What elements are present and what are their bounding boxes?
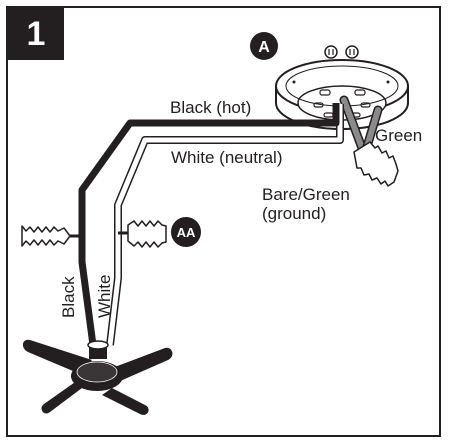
step-number-badge: 1 — [8, 8, 64, 60]
svg-text:AA: AA — [177, 225, 196, 240]
ceiling-outlet-box — [275, 45, 409, 130]
white-wire-nut — [118, 220, 167, 248]
white-neutral-wire — [106, 104, 344, 346]
label-bare-green: Bare/Green — [262, 185, 350, 204]
ceiling-fan — [22, 339, 173, 415]
label-ground: (ground) — [262, 204, 326, 223]
label-white-vertical: White — [95, 275, 114, 318]
black-wire-nut — [21, 225, 82, 247]
label-black-vertical: Black — [59, 276, 78, 318]
label-black-hot: Black (hot) — [170, 98, 251, 117]
label-green: Green — [375, 126, 422, 145]
ground-wire-nut — [353, 141, 399, 187]
callout-aa-badge: AA — [171, 217, 201, 247]
ground-wires — [339, 95, 383, 155]
svg-text:A: A — [258, 39, 270, 56]
callout-a-badge: A — [250, 32, 278, 60]
label-white-neutral: White (neutral) — [171, 148, 282, 167]
black-hot-wire — [78, 103, 340, 346]
